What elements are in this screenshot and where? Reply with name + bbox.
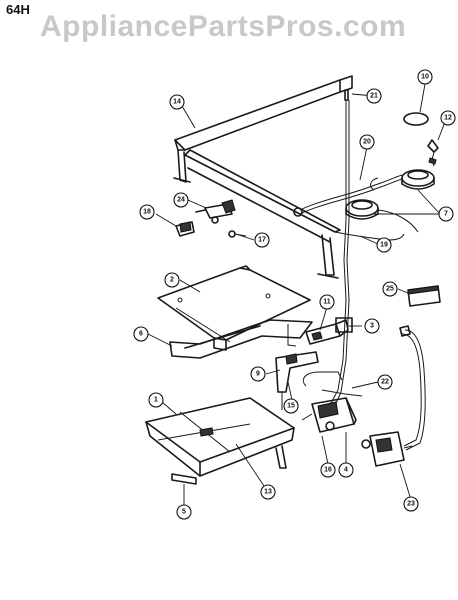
svg-text:17: 17 [258,237,266,244]
part-bracket-3 [335,317,353,333]
svg-text:21: 21 [370,93,378,100]
callout-21: 21 [366,88,382,104]
svg-text:6: 6 [139,331,143,338]
callout-20: 20 [359,134,375,150]
svg-text:10: 10 [421,74,429,81]
svg-text:19: 19 [380,242,388,249]
callout-3: 3 [364,318,380,334]
svg-text:11: 11 [323,299,331,306]
svg-text:9: 9 [256,371,260,378]
callout-15: 15 [283,398,299,414]
part-panel-25 [407,285,441,307]
part-ring [403,112,429,126]
part-manifold-pipe [184,149,341,279]
svg-text:22: 22 [381,379,389,386]
svg-text:5: 5 [182,509,186,516]
svg-text:13: 13 [264,489,272,496]
svg-text:20: 20 [363,139,371,146]
svg-text:1: 1 [154,397,158,404]
svg-text:18: 18 [143,209,151,216]
callout-6: 6 [133,326,149,342]
callout-10: 10 [417,69,433,85]
part-valve-24 [195,199,236,224]
svg-text:14: 14 [173,99,181,106]
callout-5: 5 [176,504,192,520]
part-switch-11 [305,319,349,345]
callout-14: 14 [169,94,185,110]
part-gas-tube [329,89,350,409]
callout-11: 11 [319,294,335,310]
part-shield-6 [169,319,313,359]
callout-19: 19 [376,237,392,253]
leader-lines [147,83,446,506]
callout-18: 18 [139,204,155,220]
callout-22: 22 [377,374,393,390]
part-bracket-bar [173,75,353,183]
callout-12: 12 [440,110,456,126]
svg-text:7: 7 [444,211,448,218]
callout-7: 7 [438,206,454,222]
callout-24: 24 [173,192,189,208]
callout-17: 17 [254,232,270,248]
svg-text:24: 24 [177,197,185,204]
page-code: 64H [6,2,30,17]
part-burner-tube [299,174,403,215]
part-bracket-9-15 [275,351,319,410]
callout-13: 13 [260,484,276,500]
part-valve-assembly [301,397,357,433]
svg-text:4: 4 [344,467,348,474]
callout-9: 9 [250,366,266,382]
part-igniter [427,139,439,167]
svg-text:3: 3 [370,323,374,330]
callout-25: 25 [382,281,398,297]
svg-text:23: 23 [407,501,415,508]
part-gas-line-22 [302,325,426,451]
callout-23: 23 [403,496,419,512]
svg-text:15: 15 [287,403,295,410]
part-bottom-tray [145,397,295,485]
svg-text:25: 25 [386,286,394,293]
svg-text:2: 2 [170,277,174,284]
svg-text:12: 12 [444,115,452,122]
part-clip-18 [175,221,195,237]
part-regulator-23 [361,431,413,467]
callout-4: 4 [338,462,354,478]
callout-2: 2 [164,272,180,288]
callout-1: 1 [148,392,164,408]
watermark: AppliancePartsPros.com [40,10,407,43]
svg-text:16: 16 [324,467,332,474]
callout-16: 16 [320,462,336,478]
